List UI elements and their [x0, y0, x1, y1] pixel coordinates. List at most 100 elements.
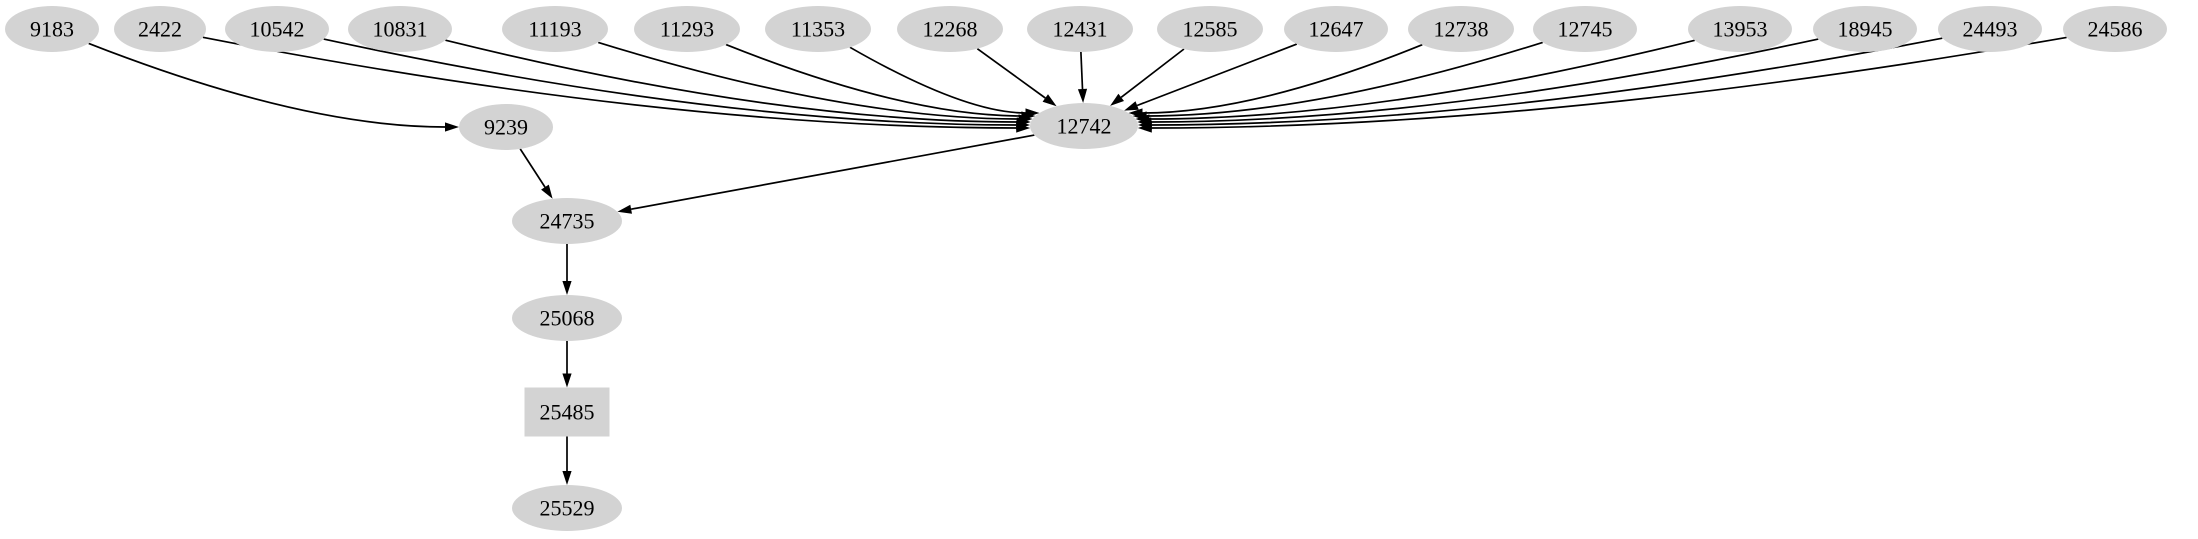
edge-24493-to-12742	[1137, 37, 1943, 130]
node-box-shape	[524, 387, 610, 437]
edge-9183-to-9239	[88, 42, 459, 132]
node-label: 18945	[1838, 17, 1893, 42]
edge-line	[1146, 41, 1543, 117]
node-label: 12647	[1309, 17, 1364, 42]
edge-line	[597, 41, 1019, 120]
edge-12431-to-12742	[1077, 51, 1088, 103]
node-10831: 10831	[348, 6, 452, 52]
arrowhead-icon	[1124, 101, 1139, 111]
edge-line	[519, 148, 546, 188]
edge-line	[202, 36, 1017, 129]
node-ellipse-shape	[502, 6, 608, 52]
node-11353: 11353	[765, 6, 871, 52]
edge-11353-to-12742	[849, 46, 1040, 118]
node-ellipse-shape	[114, 6, 206, 52]
edge-line	[1080, 51, 1084, 90]
node-25529: 25529	[512, 485, 622, 531]
node-label: 25485	[540, 400, 595, 425]
edge-line	[88, 42, 446, 128]
node-12585: 12585	[1157, 6, 1263, 52]
arrowhead-icon	[562, 281, 572, 295]
arrowhead-icon	[1137, 123, 1152, 133]
edge-line	[1142, 43, 1423, 114]
node-ellipse-shape	[512, 198, 622, 244]
edge-line	[1136, 43, 1298, 107]
node-12738: 12738	[1408, 6, 1514, 52]
node-9239: 9239	[459, 104, 553, 150]
node-label: 25529	[540, 496, 595, 521]
node-ellipse-shape	[1157, 6, 1263, 52]
edge-line	[1151, 38, 1819, 123]
node-label: 11353	[791, 17, 845, 42]
arrowhead-icon	[541, 184, 553, 199]
edge-line	[1151, 36, 2067, 129]
edge-12647-to-12742	[1124, 43, 1298, 111]
arrowhead-icon	[1110, 93, 1124, 106]
arrowhead-icon	[617, 204, 632, 214]
node-ellipse-shape	[897, 6, 1003, 52]
node-label: 24586	[2088, 17, 2143, 42]
node-ellipse-shape	[1030, 103, 1138, 149]
node-label: 12431	[1053, 17, 1108, 42]
edge-25485-to-25529	[562, 436, 572, 485]
node-ellipse-shape	[512, 485, 622, 531]
node-11293: 11293	[634, 6, 740, 52]
node-ellipse-shape	[1688, 6, 1792, 52]
node-label: 10542	[250, 17, 305, 42]
node-12268: 12268	[897, 6, 1003, 52]
node-label: 25068	[540, 306, 595, 331]
node-25485: 25485	[524, 387, 610, 437]
node-ellipse-shape	[1938, 6, 2042, 52]
node-10542: 10542	[225, 6, 329, 52]
node-label: 12742	[1057, 114, 1112, 139]
node-label: 11293	[660, 17, 714, 42]
node-9183: 9183	[5, 6, 99, 52]
node-24735: 24735	[512, 198, 622, 244]
node-label: 12745	[1558, 17, 1613, 42]
node-label: 24493	[1963, 17, 2018, 42]
node-25068: 25068	[512, 295, 622, 341]
edge-line	[849, 46, 1026, 114]
arrowhead-icon	[562, 373, 572, 388]
node-12431: 12431	[1027, 6, 1133, 52]
node-label: 12738	[1434, 17, 1489, 42]
node-ellipse-shape	[225, 6, 329, 52]
arrowhead-icon	[562, 471, 572, 485]
edge-line	[1120, 48, 1185, 98]
edge-line	[1151, 37, 1943, 126]
edge-line	[323, 38, 1017, 126]
edge-18945-to-12742	[1137, 38, 1819, 127]
node-label: 9239	[484, 115, 528, 140]
node-24586: 24586	[2063, 6, 2167, 52]
node-label: 9183	[30, 17, 74, 42]
node-ellipse-shape	[1027, 6, 1133, 52]
edge-12585-to-12742	[1110, 48, 1185, 106]
edge-line	[976, 48, 1046, 99]
edge-24586-to-12742	[1137, 36, 2067, 133]
edge-13953-to-12742	[1135, 39, 1695, 124]
node-ellipse-shape	[459, 104, 553, 150]
node-label: 10831	[373, 17, 428, 42]
node-label: 12585	[1183, 17, 1238, 42]
node-18945: 18945	[1813, 6, 1917, 52]
edge-line	[1149, 39, 1695, 120]
node-ellipse-shape	[5, 6, 99, 52]
edge-line	[725, 43, 1022, 117]
node-label: 2422	[138, 17, 182, 42]
arrowhead-icon	[1042, 94, 1057, 107]
arrowhead-icon	[1077, 88, 1088, 103]
edge-10542-to-12742	[323, 38, 1031, 130]
edge-line	[445, 39, 1017, 123]
node-ellipse-shape	[765, 6, 871, 52]
node-label: 11193	[528, 17, 581, 42]
edge-24735-to-25068	[562, 244, 572, 295]
node-ellipse-shape	[1408, 6, 1514, 52]
node-ellipse-shape	[512, 295, 622, 341]
node-12745: 12745	[1533, 6, 1637, 52]
node-12647: 12647	[1284, 6, 1388, 52]
node-label: 13953	[1713, 17, 1768, 42]
node-13953: 13953	[1688, 6, 1792, 52]
node-label: 24735	[540, 209, 595, 234]
node-ellipse-shape	[1533, 6, 1637, 52]
